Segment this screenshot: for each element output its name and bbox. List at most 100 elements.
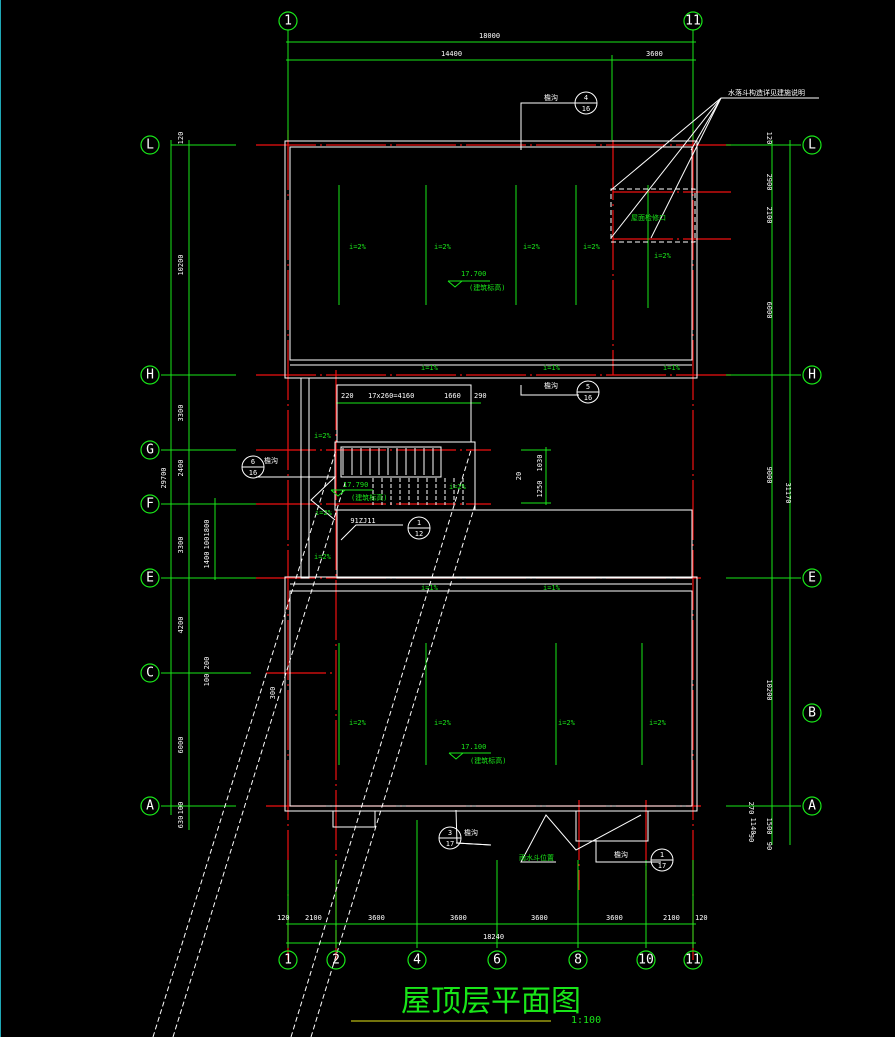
- slope-label: i=1%: [421, 364, 439, 372]
- axis-label: H: [808, 368, 816, 383]
- elevation-value: 17.700: [461, 270, 486, 278]
- elevation-value: 17.790: [343, 481, 368, 489]
- detail-callout: 6 16 檐沟: [241, 455, 278, 479]
- slope-labels: i=2% i=2% i=2% i=2% i=2% i=1% i=1% i=1% …: [314, 243, 681, 727]
- axis-bubble-left: G: [140, 440, 160, 460]
- axis-label: E: [146, 571, 154, 586]
- dim-left: 1400: [203, 552, 211, 569]
- dim-top: 3600: [646, 50, 663, 58]
- elevation-note: (建筑标高): [469, 283, 505, 292]
- elevation-note: (建筑标高): [351, 493, 387, 502]
- callout-label: 檐沟: [614, 850, 628, 859]
- axis-bubble-right: E: [802, 568, 822, 588]
- dim-stair: 220: [341, 392, 354, 400]
- slope-label: i=2%: [349, 243, 367, 251]
- dashed-projection-lines: [152, 449, 476, 1037]
- dim-bottom: 120: [695, 914, 708, 922]
- axis-bubble-bottom: 8: [568, 950, 588, 970]
- axis-label: L: [146, 138, 154, 153]
- axis-bubble-bottom: 1: [278, 950, 298, 970]
- axis-bubble-right: A: [802, 796, 822, 816]
- dim-left: 630: [177, 816, 185, 829]
- dim-bottom: 3600: [606, 914, 623, 922]
- dim-stair: 1660: [444, 392, 461, 400]
- dim-bottom: 120: [277, 914, 290, 922]
- axis-bubble-left: E: [140, 568, 160, 588]
- dim-right: 2100: [765, 207, 773, 224]
- dim-bottom: 2100: [663, 914, 680, 922]
- callout-sheet: 17: [658, 862, 666, 870]
- axis-label: 1: [284, 953, 292, 968]
- note-hatch: 屋面检修口: [631, 213, 666, 222]
- dim-right: 6000: [765, 302, 773, 319]
- note-downpipe: 雨水斗位置: [519, 853, 554, 862]
- callout-number: 6: [251, 458, 255, 466]
- axis-label: 1: [284, 14, 292, 29]
- slope-label: i=2%: [523, 243, 541, 251]
- slope-label: i=2%: [654, 252, 672, 260]
- axis-label: 10: [638, 953, 654, 968]
- callout-label: 檐沟: [544, 93, 558, 102]
- axis-label: 11: [685, 14, 701, 29]
- dim-right: 10200: [765, 679, 773, 700]
- elevation-marks: 17.700 (建筑标高) 17.790 (建筑标高) 17.100 (建筑标高…: [330, 270, 506, 765]
- callout-sheet: 16: [249, 469, 257, 477]
- dim-left: 300: [269, 687, 277, 700]
- dim-bottom: 3600: [531, 914, 548, 922]
- dim-left: 3300: [177, 537, 185, 554]
- dim-stair: 17x260=4160: [368, 392, 414, 400]
- stair-treads: [342, 448, 464, 505]
- callout-number: 3: [448, 829, 452, 837]
- dim-bottom-overall: 18240: [483, 933, 504, 941]
- axis-bubble-bottom: 6: [487, 950, 507, 970]
- axis-bubble-bottom: 4: [407, 950, 427, 970]
- axis-label: A: [146, 799, 154, 814]
- axis-bubble-bottom: 2: [326, 950, 346, 970]
- slope-label: i=1%: [663, 364, 681, 372]
- elevation-value: 17.100: [461, 743, 486, 751]
- dim-left: 120: [177, 132, 185, 145]
- callout-label: 91ZJ11: [350, 517, 375, 525]
- slope-label: i=2%: [558, 719, 576, 727]
- axis-bubble-right: L: [802, 135, 822, 155]
- axis-bubble-left: A: [140, 796, 160, 816]
- slope-label: i=2%: [315, 509, 333, 517]
- dim-top: 14400: [441, 50, 462, 58]
- dim-stair: 1030: [536, 455, 544, 472]
- axis-bubble-bottom: 11: [683, 950, 703, 970]
- dim-right: 90: [765, 842, 773, 850]
- dim-right: 31170: [784, 482, 792, 503]
- axis-label: 6: [493, 953, 501, 968]
- slope-label: i=2%: [649, 719, 667, 727]
- elevation-note: (建筑标高): [470, 756, 506, 765]
- callout-label: 檐沟: [264, 456, 278, 465]
- slope-label: i=2%: [583, 243, 601, 251]
- slope-label: i=2%: [314, 553, 332, 561]
- dim-left: 100: [177, 802, 185, 815]
- dim-stair: 1250: [536, 481, 544, 498]
- dim-left: 2400: [177, 460, 185, 477]
- dim-left: 1800: [203, 520, 211, 537]
- stair-dimension-texts: 220 17x260=4160 1660 290: [341, 392, 487, 400]
- dim-left: 6000: [177, 737, 185, 754]
- dim-right: 90: [747, 834, 755, 842]
- dim-left: 200: [203, 657, 211, 670]
- axis-label: C: [146, 666, 154, 681]
- dim-bottom: 2100: [305, 914, 322, 922]
- axis-bubble-left: L: [140, 135, 160, 155]
- slope-label: i=2%: [434, 243, 452, 251]
- dim-left: 100: [203, 674, 211, 687]
- axis-bubble-right: B: [802, 703, 822, 723]
- axis-label: 11: [685, 953, 701, 968]
- callout-number: 1: [417, 519, 421, 527]
- dim-right: 1500: [765, 818, 773, 835]
- slope-label: i=2%: [349, 719, 367, 727]
